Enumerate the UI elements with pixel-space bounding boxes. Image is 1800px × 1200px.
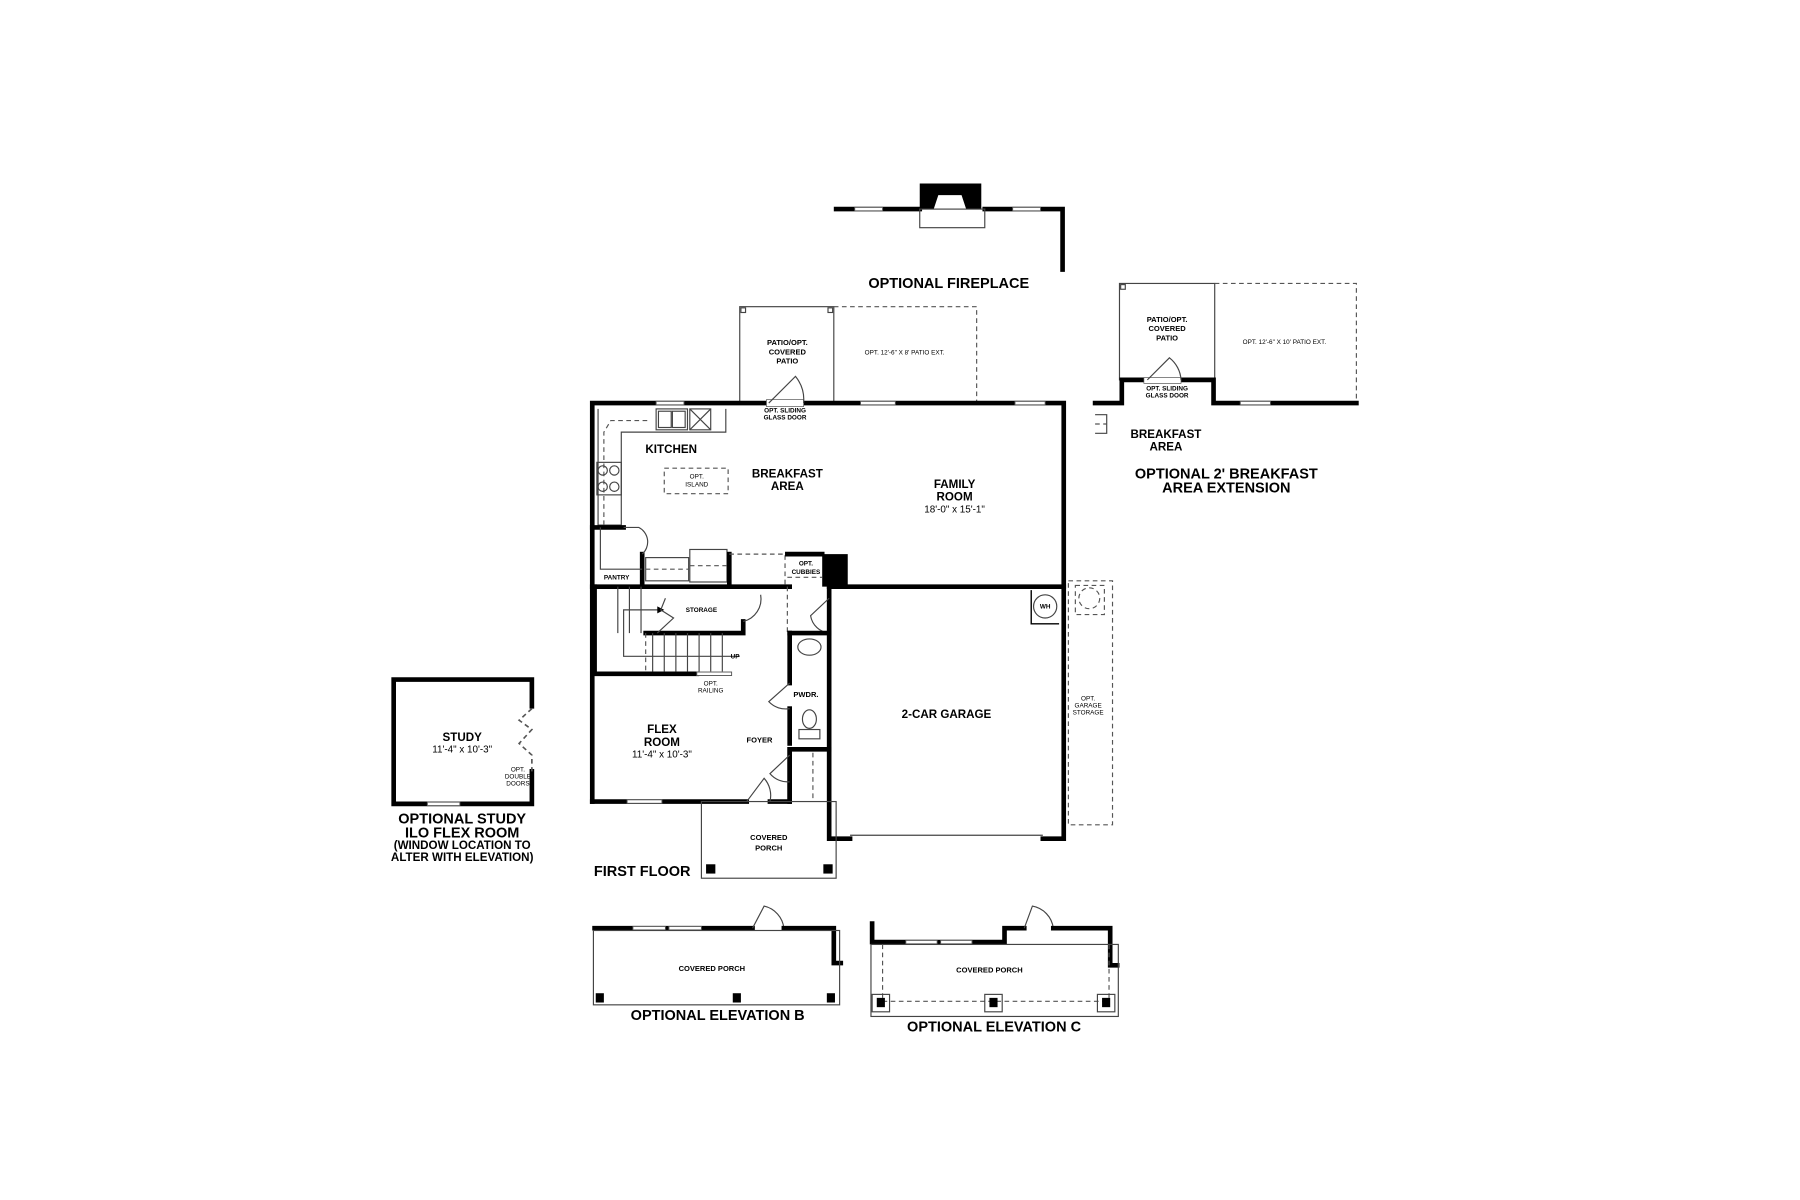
- svg-text:ALTER WITH ELEVATION): ALTER WITH ELEVATION): [391, 851, 534, 864]
- family-room-label: FAMILY: [934, 478, 976, 491]
- elevation-b-label: OPTIONAL ELEVATION B: [631, 1008, 805, 1024]
- kitchen-label: KITCHEN: [645, 443, 697, 456]
- svg-text:AREA EXTENSION: AREA EXTENSION: [1162, 481, 1290, 497]
- svg-text:ISLAND: ISLAND: [685, 482, 708, 489]
- foyer-label: FOYER: [747, 735, 774, 744]
- first-floor-title: FIRST FLOOR: [594, 864, 691, 880]
- svg-text:PATIO: PATIO: [1156, 333, 1178, 342]
- svg-text:DOUBLE: DOUBLE: [505, 773, 531, 780]
- svg-text:OPT. 12'-6" X 10' PATIO EXT.: OPT. 12'-6" X 10' PATIO EXT.: [1243, 339, 1327, 346]
- storage-label: STORAGE: [686, 607, 717, 614]
- svg-text:OPT.: OPT.: [1081, 695, 1095, 702]
- svg-text:GLASS DOOR: GLASS DOOR: [764, 414, 807, 421]
- svg-text:GLASS DOOR: GLASS DOOR: [1146, 392, 1189, 399]
- svg-text:CUBBIES: CUBBIES: [792, 569, 821, 576]
- svg-text:COVERED: COVERED: [1148, 324, 1186, 333]
- svg-text:DOORS: DOORS: [506, 780, 529, 787]
- svg-text:OPT.: OPT.: [704, 680, 718, 687]
- sink-icon: [797, 638, 822, 656]
- family-room-dims: 18'-0" x 15'-1": [924, 504, 985, 515]
- svg-text:BREAKFAST: BREAKFAST: [1130, 428, 1201, 441]
- svg-text:11'-4" x 10'-3": 11'-4" x 10'-3": [432, 745, 492, 756]
- svg-text:ROOM: ROOM: [937, 491, 973, 504]
- svg-text:OPT.: OPT.: [511, 766, 525, 773]
- dishwasher-icon: [689, 408, 712, 431]
- svg-text:PATIO/OPT.: PATIO/OPT.: [1147, 315, 1188, 324]
- svg-text:COVERED: COVERED: [769, 347, 807, 356]
- svg-text:AREA: AREA: [771, 480, 805, 493]
- pantry-label: PANTRY: [604, 575, 630, 582]
- covered-porch: COVERED PORCH: [700, 800, 837, 879]
- svg-text:PATIO: PATIO: [776, 357, 798, 366]
- kitchen: KITCHEN OPT. ISLAND: [596, 408, 729, 526]
- study-label: STUDY: [443, 731, 483, 744]
- svg-text:(WINDOW LOCATION TO: (WINDOW LOCATION TO: [394, 839, 531, 852]
- foyer-powder: PWDR. FOYER: [746, 586, 832, 804]
- patio: PATIO/OPT. COVERED PATIO OPT. 12'-6" X 8…: [739, 306, 978, 403]
- flex-room-dims: 11'-4" x 10'-3": [632, 749, 692, 760]
- water-heater-icon: [1032, 594, 1058, 619]
- fireplace-icon: [919, 183, 982, 210]
- optional-garage-storage: [1067, 580, 1114, 826]
- sliding-glass-door: OPT. SLIDING GLASS DOOR: [764, 375, 807, 421]
- svg-text:PORCH: PORCH: [755, 843, 782, 852]
- stairs-up-label: UP: [731, 654, 741, 661]
- elevation-c-label: OPTIONAL ELEVATION C: [907, 1020, 1082, 1036]
- fireplace-label: OPTIONAL FIREPLACE: [868, 276, 1029, 292]
- svg-text:OPT. SLIDING: OPT. SLIDING: [764, 407, 806, 414]
- range-icon: [596, 461, 622, 496]
- railing-label: RAILING: [698, 687, 724, 694]
- svg-text:WH: WH: [1040, 604, 1051, 611]
- svg-text:AREA: AREA: [1149, 441, 1183, 454]
- patio-label: PATIO/OPT.: [767, 338, 808, 347]
- svg-text:OPT.: OPT.: [690, 474, 704, 481]
- pantry-storage-stairs: PANTRY OPT. CUBBIES STORAGE: [589, 525, 848, 694]
- breakfast-extension-label: OPTIONAL 2' BREAKFAST: [1135, 467, 1318, 483]
- flex-room-label: FLEX: [647, 723, 677, 736]
- cubbies-label: OPT.: [799, 561, 813, 568]
- garage-label: 2-CAR GARAGE: [902, 708, 992, 721]
- breakfast-area-label: BREAKFAST: [752, 467, 823, 480]
- patio-extension-label: OPT. 12'-6" X 8' PATIO EXT.: [865, 349, 945, 356]
- svg-text:COVERED: COVERED: [750, 833, 788, 842]
- optional-fireplace: OPTIONAL FIREPLACE: [833, 183, 1065, 292]
- toilet-icon: [801, 709, 817, 729]
- svg-text:ILO FLEX ROOM: ILO FLEX ROOM: [405, 826, 519, 842]
- staircase: [617, 586, 740, 672]
- svg-text:GARAGE: GARAGE: [1074, 702, 1101, 709]
- svg-text:OPT. SLIDING: OPT. SLIDING: [1146, 385, 1188, 392]
- svg-text:ROOM: ROOM: [644, 736, 680, 749]
- sink-icon: [655, 408, 689, 431]
- optional-elevation-c: COVERED PORCH OPTIONAL ELEVATION C: [869, 905, 1120, 1036]
- optional-island: [663, 467, 729, 495]
- optional-study: STUDY 11'-4" x 10'-3" OPT. DOUBLE DOORS …: [391, 677, 535, 864]
- garage: WH 2-CAR GARAGE OPT. GARAGE STORAGE: [902, 580, 1114, 826]
- svg-text:COVERED PORCH: COVERED PORCH: [956, 965, 1023, 974]
- study-option-label: OPTIONAL STUDY: [398, 812, 526, 828]
- powder-room-label: PWDR.: [793, 690, 818, 699]
- optional-breakfast-extension: PATIO/OPT. COVERED PATIO OPT. 12'-6" X 1…: [1092, 282, 1359, 497]
- svg-text:COVERED PORCH: COVERED PORCH: [679, 964, 746, 973]
- svg-text:STORAGE: STORAGE: [1073, 709, 1104, 716]
- optional-elevation-b: COVERED PORCH OPTIONAL ELEVATION B: [592, 905, 844, 1024]
